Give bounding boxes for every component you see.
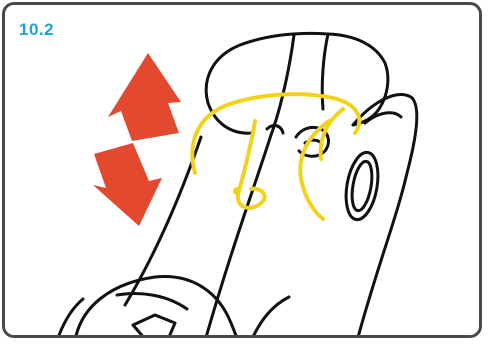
arrow-up-icon — [108, 53, 181, 141]
side-impact-pad — [341, 150, 382, 222]
guide-headrest-loop — [192, 94, 359, 173]
seat-wing-inner — [365, 113, 401, 123]
guide-grip-point — [233, 187, 241, 195]
car-seat-illustration — [5, 5, 482, 338]
backrest-seam — [205, 135, 271, 338]
harness-right — [251, 297, 289, 338]
strap-loop — [267, 126, 283, 133]
headrest-outline — [206, 33, 388, 125]
seat-cushion-outline — [75, 276, 237, 338]
headrest-center-seam — [271, 35, 294, 135]
harness-left — [57, 299, 83, 338]
headrest-left-edge — [208, 103, 253, 133]
arrow-down-icon — [93, 143, 162, 226]
instruction-frame: 10.2 — [2, 2, 482, 338]
buckle-tongue — [133, 315, 175, 338]
